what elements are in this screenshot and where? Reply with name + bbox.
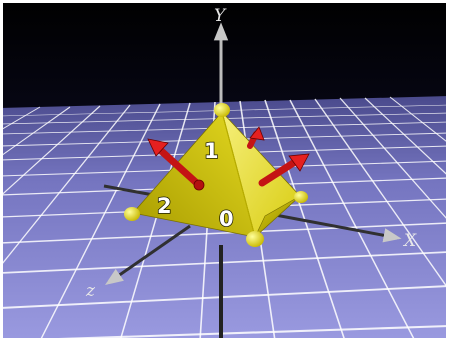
vertex-marker-front <box>246 231 264 247</box>
face-label-1: 1 <box>204 139 219 163</box>
y-axis-label: Y <box>214 6 227 26</box>
z-axis-label: z <box>85 281 96 301</box>
vertex-marker-top <box>214 103 230 117</box>
vertex-marker-left <box>124 207 140 221</box>
vertex-marker-right <box>294 191 308 203</box>
face-label-2: 2 <box>157 194 172 218</box>
x-axis-label: X <box>402 231 417 251</box>
face-label-0: 0 <box>219 207 234 231</box>
